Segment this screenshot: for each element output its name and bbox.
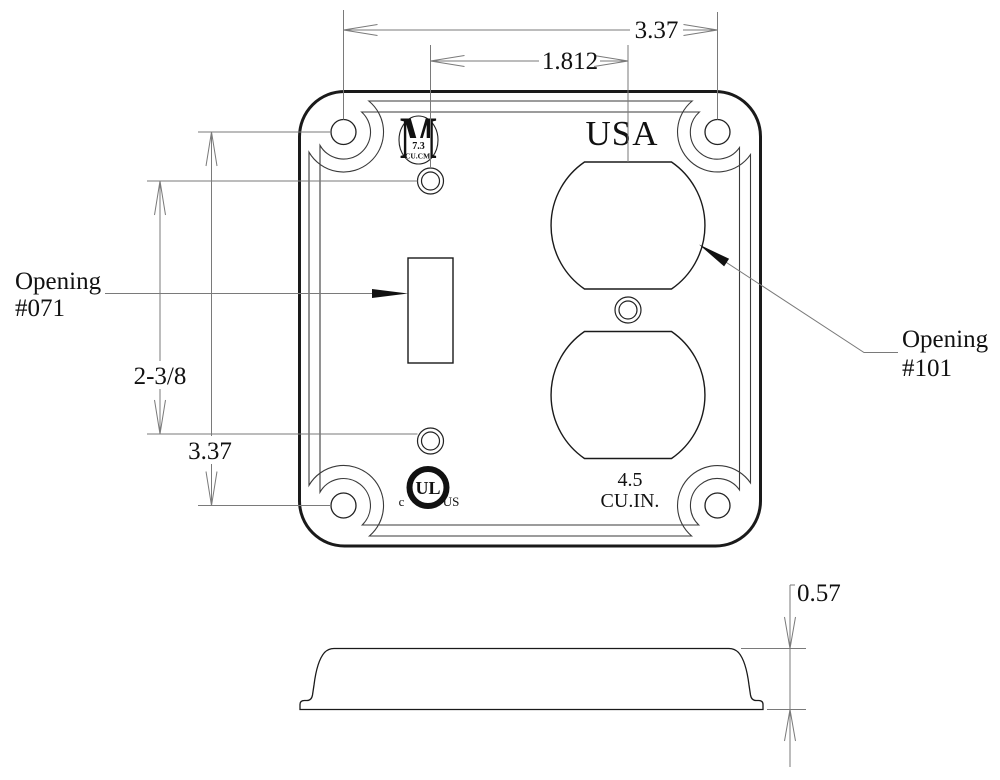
raised-contour-outer [308, 100, 752, 537]
receptacle-screw-outer [614, 296, 642, 324]
arrowhead-up [154, 180, 166, 216]
receptacle-opening-top [550, 161, 706, 290]
side-view: 0.57 [299, 580, 841, 767]
receptacle-screw-inner [618, 300, 638, 320]
volume-value: 4.5 [618, 469, 643, 491]
arrowhead-down [784, 616, 796, 649]
device-screw-hole-bottom-outer [416, 427, 445, 455]
receptacle-opening-bottom [550, 330, 706, 460]
arrowhead-right [683, 24, 718, 36]
opening-101-label-line2: #101 [902, 355, 952, 382]
dim-side-height: 3.37 [188, 131, 331, 506]
plan-view: USA 4.5 CU.IN. M 7.3 CU.CM. UL c US [298, 90, 762, 548]
usa-marking: USA [585, 114, 658, 153]
leader-opening-101: Opening #101 [699, 244, 989, 382]
receptacle-center-screw-hole [614, 296, 642, 324]
opening-101-label-line1: Opening [902, 326, 989, 353]
dim-profile-height: 0.57 [741, 580, 841, 767]
m-logo: M 7.3 CU.CM. [398, 105, 439, 171]
leader-line [701, 246, 898, 353]
dim-device-spacing: 1.812 [430, 45, 629, 168]
plate-outline [298, 90, 762, 548]
arrowhead-left [430, 55, 465, 67]
mounting-hole-bottom-right [704, 492, 731, 519]
ul-logo-prefix: c [399, 494, 405, 509]
mounting-hole-top-left [330, 118, 357, 146]
m-logo-unit: CU.CM. [405, 152, 432, 161]
ul-logo-ring [406, 466, 450, 509]
mounting-hole-bottom-left [330, 492, 357, 519]
m-logo-value: 7.3 [412, 141, 425, 152]
volume-unit: CU.IN. [601, 490, 660, 512]
opening-071-label-line1: Opening [15, 268, 102, 295]
arrowhead-up [784, 709, 796, 742]
dimension-label-side-height: 3.37 [188, 438, 232, 465]
device-screw-hole-bottom [416, 427, 445, 455]
opening-071-label-line2: #071 [15, 295, 65, 322]
mounting-hole-top-right [704, 118, 731, 146]
arrowhead-left [343, 24, 378, 36]
device-screw-hole-top-inner [420, 171, 441, 191]
leader-opening-071: Opening #071 [15, 268, 408, 322]
toggle-opening [407, 257, 454, 364]
m-logo-letter: M [400, 105, 437, 171]
device-screw-hole-top [416, 167, 445, 195]
ul-logo-letters: UL [415, 478, 440, 498]
dimension-label-top-width: 3.37 [635, 17, 679, 44]
leader-arrow [372, 289, 408, 298]
dimension-label-device-spacing: 1.812 [542, 48, 598, 75]
ul-logo: UL c US [399, 466, 460, 509]
arrowhead-right [593, 55, 629, 67]
dimension-label-screw-spacing: 2-3/8 [134, 363, 187, 390]
raised-contour-inner [319, 111, 741, 526]
device-screw-hole-bottom-inner [420, 431, 441, 451]
dim-screw-spacing: 2-3/8 [134, 180, 418, 435]
arrowhead-down [205, 471, 218, 506]
dim-top-width: 3.37 [343, 10, 718, 120]
leader-arrow [699, 244, 730, 267]
m-logo-outline [398, 115, 439, 165]
ul-logo-suffix: US [443, 494, 460, 509]
arrowhead-down [154, 399, 166, 435]
dimension-label-profile-height: 0.57 [797, 580, 841, 607]
m-logo-text-patch [406, 138, 431, 159]
arrowhead-up [205, 131, 218, 167]
side-profile [299, 647, 764, 711]
